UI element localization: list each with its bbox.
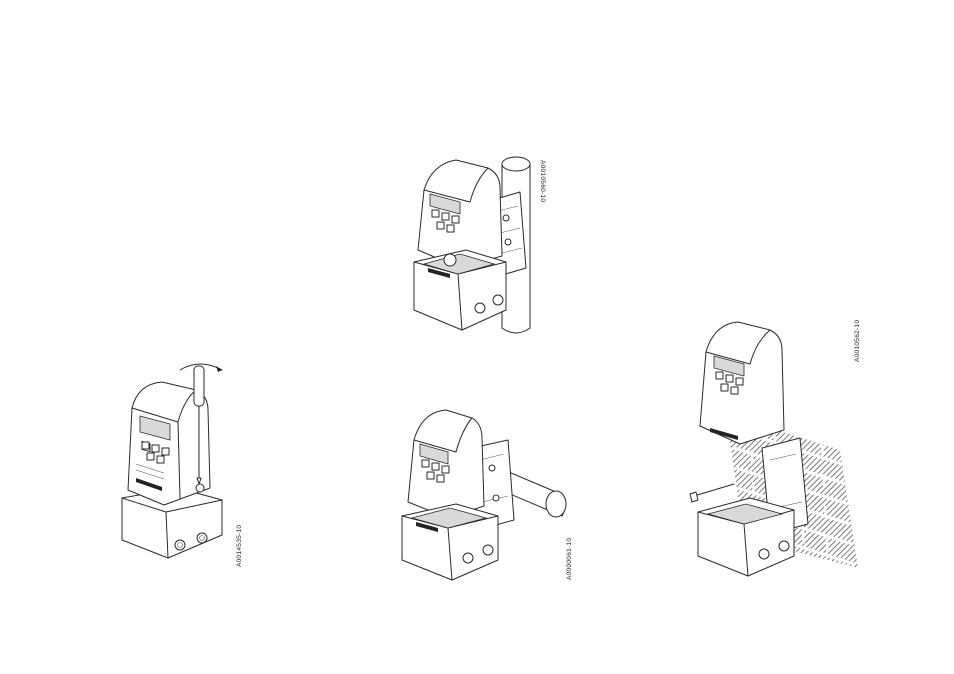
pipe-mount-vertical-drawing bbox=[410, 150, 540, 340]
figure-pipe-mount-vertical bbox=[410, 150, 540, 340]
transmitter-housing-drawing bbox=[118, 360, 248, 565]
figure-code: A0010562-10 bbox=[854, 320, 861, 362]
figure-pipe-mount-horizontal bbox=[398, 402, 578, 587]
figure-wall-mount bbox=[690, 318, 870, 583]
wall-mount-drawing bbox=[690, 318, 870, 583]
figure-screwdriver-opening bbox=[118, 360, 248, 565]
figure-code: A0000061-10 bbox=[566, 538, 573, 580]
pipe-mount-horizontal-drawing bbox=[398, 402, 578, 587]
figure-code: A0014535-10 bbox=[236, 525, 243, 567]
figure-code: A0010560-10 bbox=[539, 160, 546, 202]
bolt-icon bbox=[690, 484, 734, 502]
